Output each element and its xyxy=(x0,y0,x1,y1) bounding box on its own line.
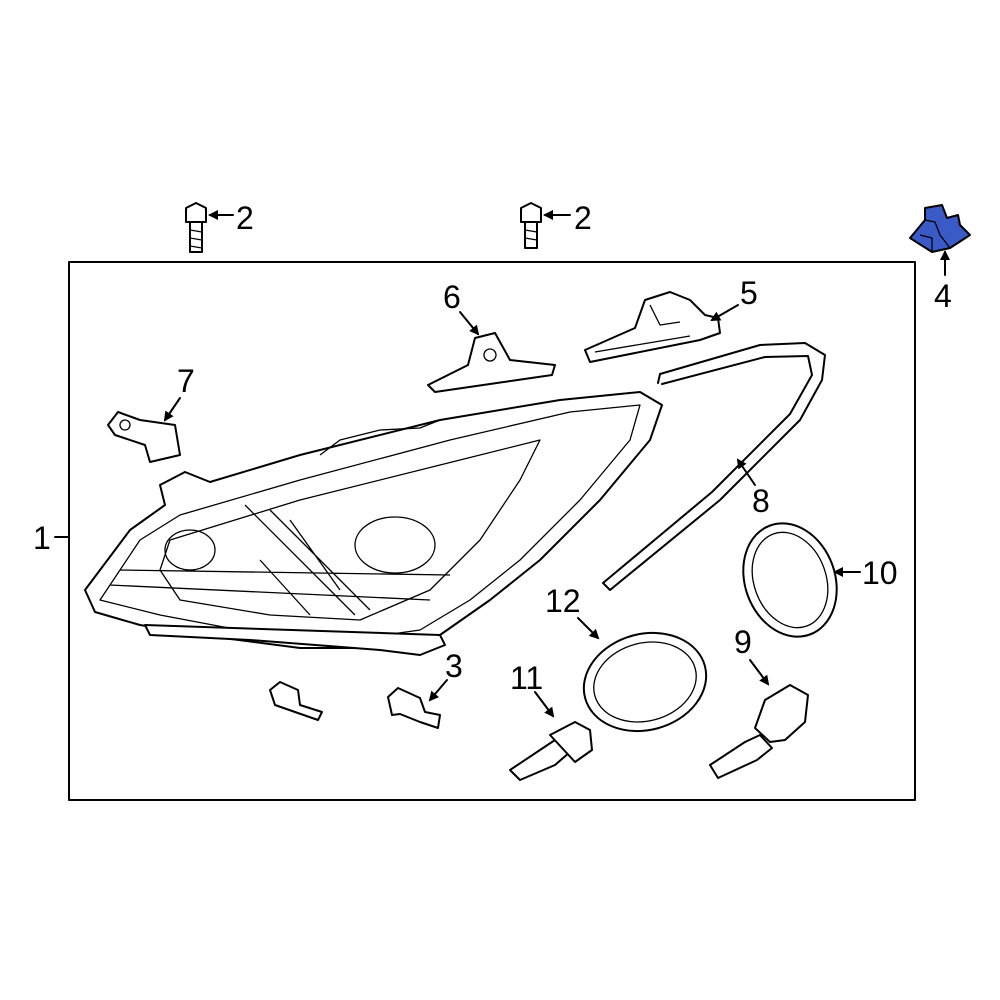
bracket-part-6 xyxy=(427,332,556,393)
bolt-part xyxy=(520,202,542,249)
callout-2: 2 xyxy=(236,200,254,236)
bulb-part-11 xyxy=(509,721,593,781)
callout-4: 4 xyxy=(934,278,952,314)
clip-part-highlighted xyxy=(909,204,971,253)
dust-cover-part-12 xyxy=(582,631,708,733)
seal-strip-part-8 xyxy=(602,342,826,591)
assembly-frame xyxy=(68,261,916,801)
callout-5: 5 xyxy=(740,275,758,311)
callout-11: 11 xyxy=(510,660,543,696)
callout-1: 1 xyxy=(33,520,51,556)
callout-7: 7 xyxy=(177,363,195,399)
bulb-part-9 xyxy=(709,684,809,779)
clip-part-3 xyxy=(269,681,323,721)
bolt-part xyxy=(185,202,207,253)
headlamp-assembly-part xyxy=(84,391,663,656)
callout-10: 10 xyxy=(862,555,898,591)
dust-cover-part-10 xyxy=(742,522,838,638)
callout-8: 8 xyxy=(752,483,770,519)
callout-3: 3 xyxy=(445,648,463,684)
callout-9: 9 xyxy=(734,624,752,660)
callout-12: 12 xyxy=(545,583,581,619)
clip-part-3 xyxy=(387,687,441,729)
callout-6: 6 xyxy=(443,279,461,315)
callout-2: 2 xyxy=(574,200,592,236)
callout-leaders xyxy=(54,210,950,718)
bracket-part-5 xyxy=(584,291,721,363)
connector-part-7 xyxy=(107,411,181,463)
